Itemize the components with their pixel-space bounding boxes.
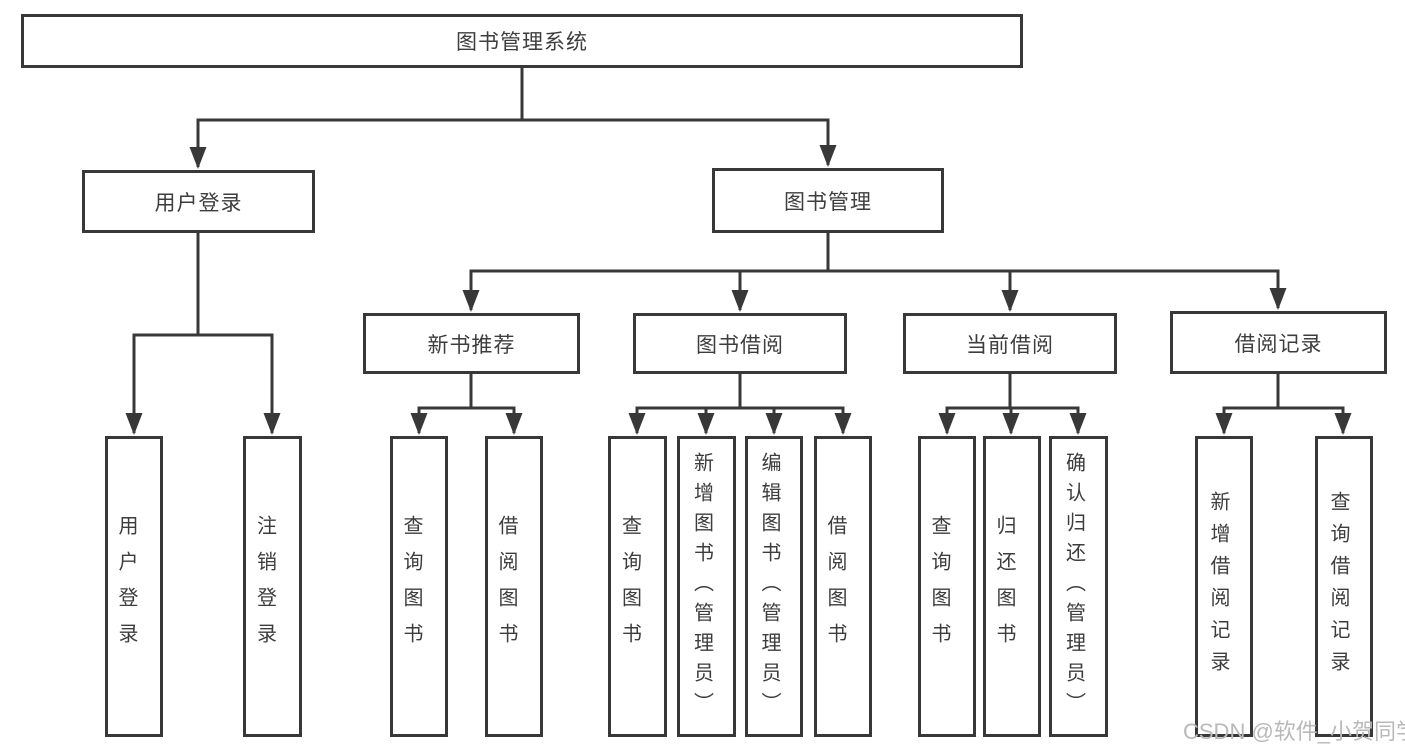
leaf-add-borrow-record: 新增借阅记录: [1195, 436, 1253, 737]
csdn-watermark: CSDN @软件_小贺同学: [1183, 719, 1405, 744]
leaf-logout-label: 注销登录: [253, 514, 276, 659]
node-book-borrowing: 图书借阅: [633, 313, 847, 374]
node-book-management: 图书管理: [712, 168, 944, 233]
leaf-borrow-books-recommend-label: 借阅图书: [495, 514, 517, 659]
leaf-borrow-books-recommend: 借阅图书: [485, 436, 543, 737]
leaf-query-borrow-record-label: 查询借阅记录: [1327, 490, 1349, 683]
leaf-add-books-admin-label: 新增图书（管理员）: [690, 451, 713, 722]
leaf-confirm-return-admin-label: 确认归还（管理员）: [1062, 451, 1085, 722]
leaf-add-borrow-record-label: 新增借阅记录: [1207, 490, 1229, 683]
node-borrowing-records-label: 借阅记录: [1234, 332, 1323, 356]
leaf-query-books-current: 查询图书: [918, 436, 976, 737]
leaf-return-books: 归还图书: [983, 436, 1041, 737]
leaf-query-books-recommend: 查询图书: [390, 436, 448, 737]
leaf-logout: 注销登录: [243, 436, 302, 737]
leaf-query-books-current-label: 查询图书: [928, 514, 950, 659]
node-current-borrowing-label: 当前借阅: [966, 333, 1054, 357]
node-new-book-recommendation-label: 新书推荐: [427, 333, 516, 357]
leaf-query-borrow-record: 查询借阅记录: [1315, 436, 1373, 737]
node-book-borrowing-label: 图书借阅: [696, 333, 784, 357]
node-user-login: 用户登录: [82, 170, 315, 233]
leaf-user-login-label: 用户登录: [115, 514, 137, 659]
node-system-root: 图书管理系统: [21, 14, 1023, 68]
leaf-confirm-return-admin: 确认归还（管理员）: [1049, 436, 1108, 737]
leaf-add-books-admin: 新增图书（管理员）: [677, 436, 736, 737]
node-book-management-label: 图书管理: [784, 190, 872, 214]
leaf-user-login: 用户登录: [105, 436, 163, 737]
node-system-root-label: 图书管理系统: [456, 31, 588, 54]
leaf-edit-books-admin-label: 编辑图书（管理员）: [758, 451, 780, 722]
node-borrowing-records: 借阅记录: [1170, 311, 1387, 374]
leaf-edit-books-admin: 编辑图书（管理员）: [745, 436, 803, 737]
leaf-query-books-borrow-label: 查询图书: [618, 514, 641, 659]
leaf-return-books-label: 归还图书: [993, 514, 1015, 659]
node-user-login-label: 用户登录: [154, 191, 243, 215]
leaf-query-books-recommend-label: 查询图书: [400, 514, 422, 659]
leaf-borrow-books: 借阅图书: [814, 436, 872, 737]
node-current-borrowing: 当前借阅: [903, 313, 1117, 374]
node-new-book-recommendation: 新书推荐: [363, 313, 580, 374]
leaf-query-books-borrow: 查询图书: [608, 436, 667, 737]
leaf-borrow-books-label: 借阅图书: [824, 514, 846, 659]
